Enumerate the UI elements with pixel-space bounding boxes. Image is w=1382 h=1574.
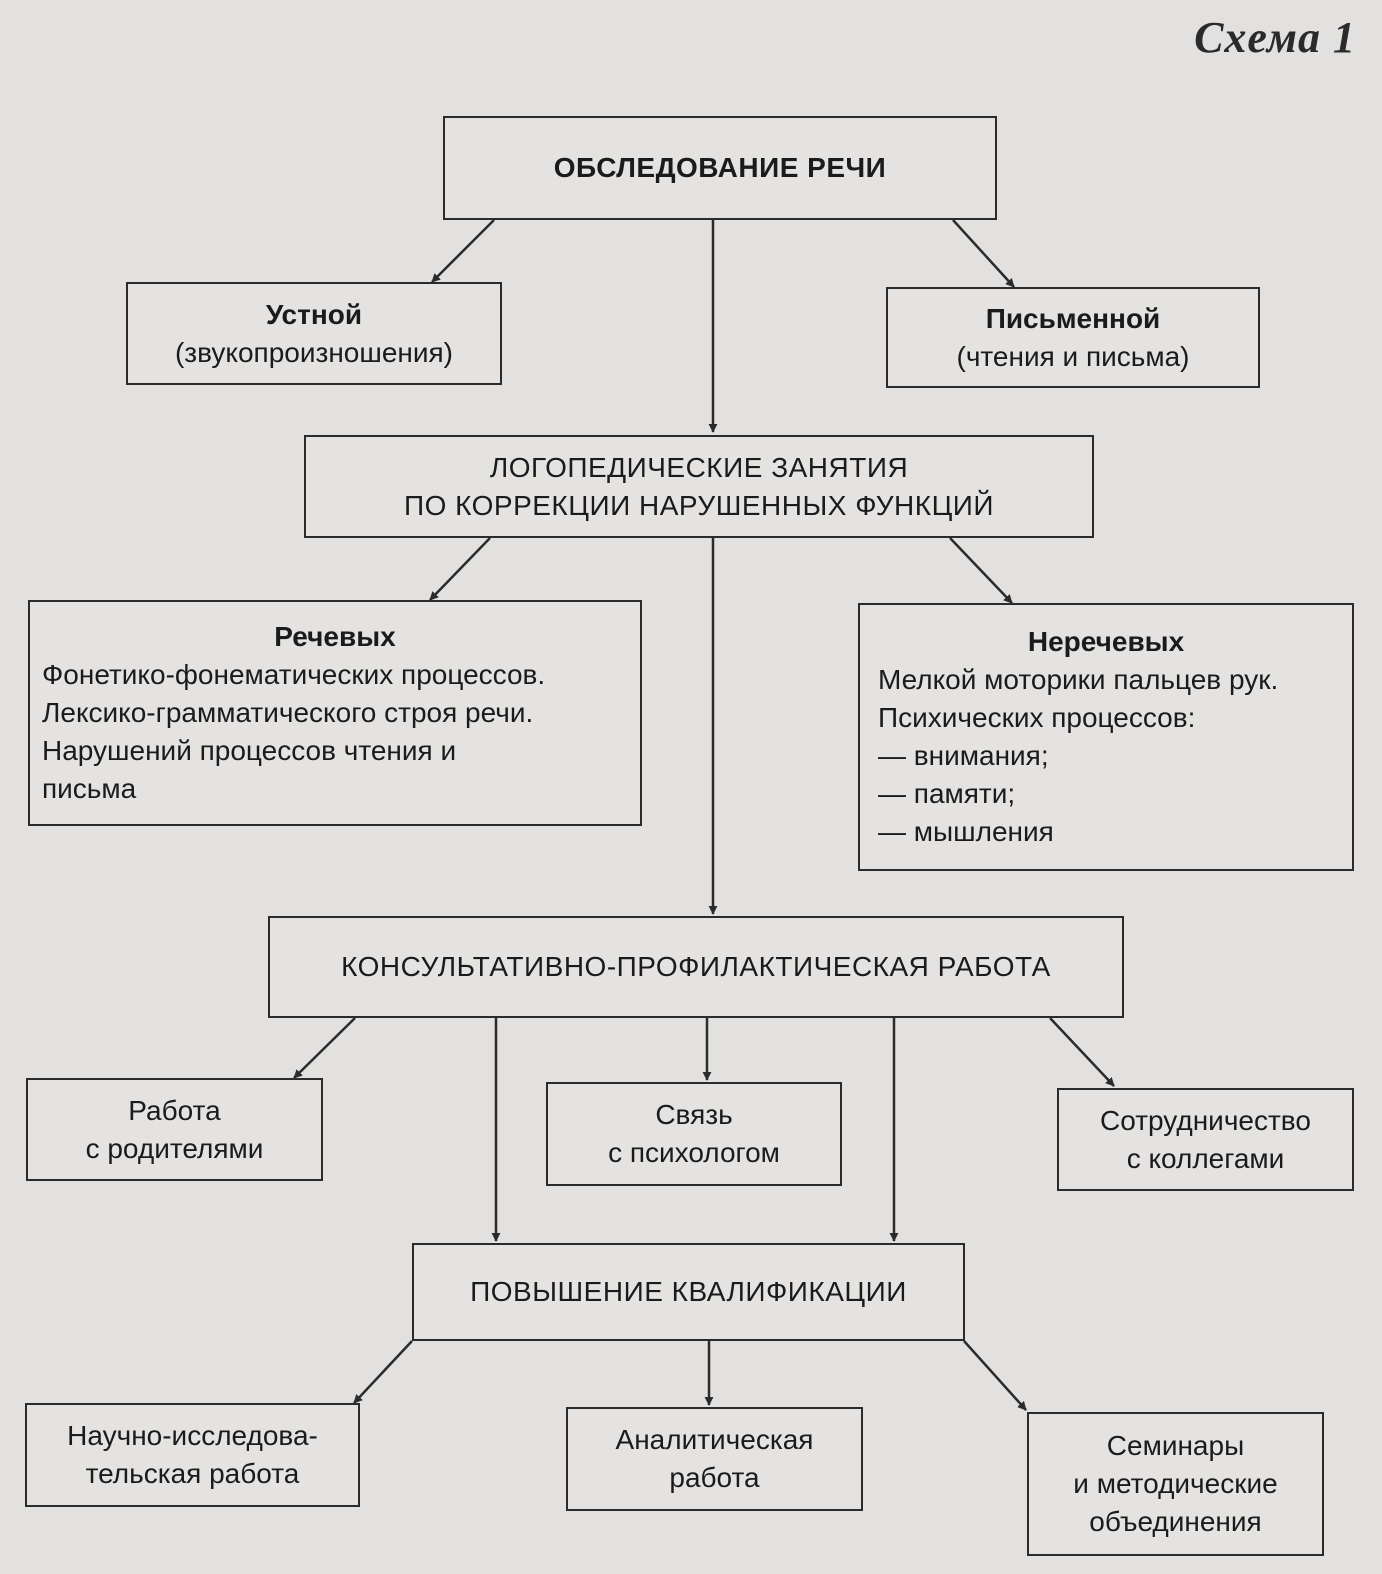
- node-label-line2: с коллегами: [1126, 1142, 1285, 1174]
- node-label-line1: Семинары: [1106, 1430, 1245, 1461]
- node-sublabel: (звукопроизношения): [174, 336, 453, 368]
- node-label-line1: Сотрудничество: [1100, 1104, 1311, 1136]
- arrow-qualification-research: [353, 1340, 413, 1404]
- node-speech-functions: Речевых Фонетико-фонематических процессо…: [28, 600, 642, 826]
- node-psychologist-link: Связь с психологом: [546, 1082, 842, 1186]
- node-label: Устной: [265, 298, 363, 330]
- node-label: ОБСЛЕДОВАНИЕ РЕЧИ: [553, 152, 887, 183]
- arrow-therapy-speech: [429, 537, 491, 601]
- node-work-with-parents: Работа с родителями: [26, 1078, 323, 1181]
- node-label-line2: и методические: [1073, 1468, 1278, 1499]
- node-item: письма: [42, 773, 137, 804]
- node-item: Лексико-грамматического строя речи.: [42, 697, 534, 728]
- arrow-consult-parents: [293, 1017, 356, 1079]
- node-qualification: ПОВЫШЕНИЕ КВАЛИФИКАЦИИ: [412, 1243, 965, 1341]
- node-label-line1: Аналитическая: [615, 1424, 814, 1455]
- node-seminars: Семинары и методические объединения: [1027, 1412, 1324, 1556]
- node-item: — мышления: [878, 816, 1054, 847]
- node-label-line2: ПО КОРРЕКЦИИ НАРУШЕННЫХ ФУНКЦИЙ: [403, 489, 995, 521]
- node-item: Нарушений процессов чтения и: [42, 735, 457, 766]
- node-consultative-work: КОНСУЛЬТАТИВНО-ПРОФИЛАКТИЧЕСКАЯ РАБОТА: [268, 916, 1124, 1018]
- node-research-work: Научно-исследова- тельская работа: [25, 1403, 360, 1507]
- node-label-line2: работа: [669, 1462, 760, 1493]
- node-speech-survey: ОБСЛЕДОВАНИЕ РЕЧИ: [443, 116, 997, 220]
- arrow-consult-colleagues: [1049, 1017, 1115, 1087]
- node-item: — памяти;: [878, 778, 1016, 809]
- node-label-line1: Научно-исследова-: [67, 1420, 318, 1451]
- node-label: ПОВЫШЕНИЕ КВАЛИФИКАЦИИ: [470, 1276, 907, 1307]
- arrow-qualification-seminars: [963, 1340, 1027, 1411]
- node-nonspeech-functions: Неречевых Мелкой моторики пальцев рук. П…: [858, 603, 1354, 871]
- node-label-line2: с психологом: [608, 1137, 780, 1168]
- node-item: Фонетико-фонематических процессов.: [42, 659, 546, 690]
- node-label: КОНСУЛЬТАТИВНО-ПРОФИЛАКТИЧЕСКАЯ РАБОТА: [341, 951, 1051, 982]
- node-item: Мелкой моторики пальцев рук.: [878, 664, 1279, 695]
- node-label: Неречевых: [1027, 626, 1185, 657]
- arrow-survey-oral: [431, 219, 495, 283]
- node-written-speech: Письменной (чтения и письма): [886, 287, 1260, 388]
- node-oral-speech: Устной (звукопроизношения): [126, 282, 502, 385]
- node-item: — внимания;: [878, 740, 1049, 771]
- node-label-line2: с родителями: [85, 1132, 264, 1164]
- node-speech-therapy: ЛОГОПЕДИЧЕСКИЕ ЗАНЯТИЯ ПО КОРРЕКЦИИ НАРУ…: [304, 435, 1094, 538]
- node-label: Речевых: [274, 621, 396, 652]
- diagram-title: Схема 1: [1194, 13, 1356, 62]
- arrow-survey-written: [952, 219, 1015, 288]
- node-label-line3: объединения: [1089, 1506, 1262, 1537]
- node-analytic-work: Аналитическая работа: [566, 1407, 863, 1511]
- node-label-line2: тельская работа: [85, 1458, 300, 1489]
- node-sublabel: (чтения и письма): [956, 340, 1190, 372]
- node-colleagues-cooperation: Сотрудничество с коллегами: [1057, 1088, 1354, 1191]
- node-label: Письменной: [985, 302, 1161, 334]
- node-label-line1: Работа: [128, 1094, 221, 1126]
- node-label-line1: ЛОГОПЕДИЧЕСКИЕ ЗАНЯТИЯ: [489, 451, 909, 483]
- node-label-line1: Связь: [655, 1099, 733, 1130]
- arrow-therapy-nonspeech: [949, 537, 1013, 604]
- node-item: Психических процессов:: [878, 702, 1196, 733]
